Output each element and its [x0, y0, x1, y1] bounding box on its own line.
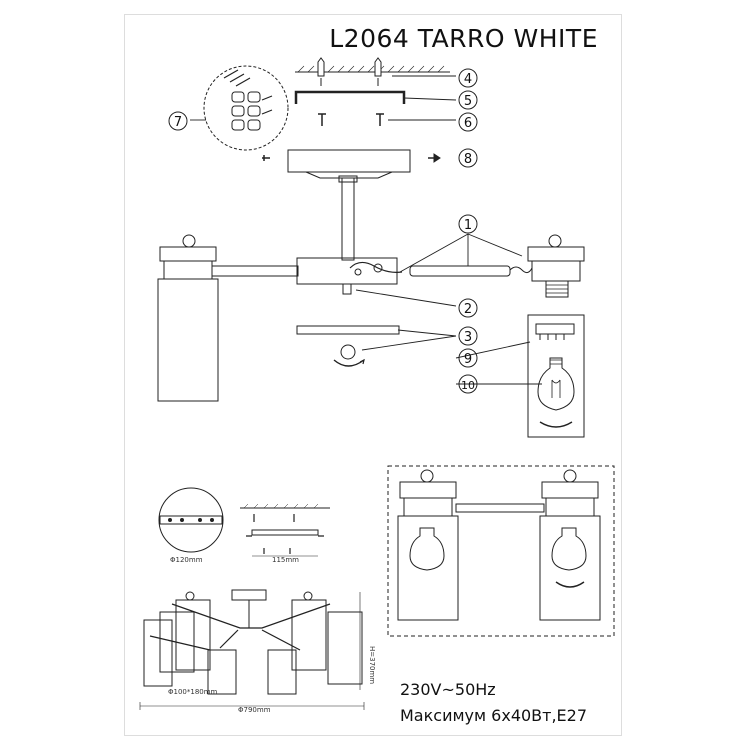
lamp-detail-box: [387, 465, 615, 637]
mounting-bracket: [294, 90, 406, 104]
right-lamp-holder: [527, 234, 585, 298]
bracket-small-view: [240, 503, 330, 557]
callout-2: 2: [464, 302, 472, 317]
callout-1: 1: [464, 218, 472, 233]
callout-circles: [168, 68, 478, 394]
dim-height: H=370mm: [368, 646, 376, 684]
callout-10: 10: [461, 379, 475, 392]
ceiling-mount: [295, 57, 450, 86]
arms: [209, 265, 533, 277]
bulb-inset: [527, 314, 585, 438]
bulb-icon: [537, 357, 575, 428]
left-lamp-assembly: [157, 234, 219, 402]
terminal-block-inset: [203, 65, 289, 151]
product-title: L2064 TARRO WHITE: [329, 24, 598, 53]
callout-4: 4: [464, 72, 472, 87]
dim-total-diameter: Φ790mm: [238, 706, 271, 714]
dim-canopy-diameter: Φ120mm: [170, 556, 203, 564]
callout-leaders: [190, 75, 542, 385]
callout-6: 6: [464, 116, 472, 131]
stem: [338, 175, 358, 261]
callout-5: 5: [464, 94, 472, 109]
screws: [262, 113, 441, 163]
spec-voltage: 230V~50Hz: [400, 680, 496, 699]
canopy-top-view: [158, 487, 224, 553]
shade-ring: [296, 325, 400, 335]
spec-max-power: Максимум 6x40Вт,E27: [400, 706, 588, 725]
dim-shade-size: Φ100*180mm: [168, 688, 218, 696]
chandelier-dimension-drawing: [139, 589, 365, 710]
callout-9: 9: [464, 352, 472, 367]
finial-knob: [333, 344, 365, 367]
dimension-labels: Φ120mm 115mm Φ100*180mm Φ790mm H=370mm: [168, 556, 376, 714]
canopy: [287, 149, 411, 179]
callout-7: 7: [174, 115, 182, 130]
callout-numbers: 4 5 6 7 8 1 2 3 9 10: [174, 72, 475, 392]
junction-box: [296, 257, 403, 295]
dim-bracket-width: 115mm: [272, 556, 299, 564]
callout-8: 8: [464, 152, 472, 167]
callout-3: 3: [464, 330, 472, 345]
sheet-frame: [124, 14, 622, 736]
